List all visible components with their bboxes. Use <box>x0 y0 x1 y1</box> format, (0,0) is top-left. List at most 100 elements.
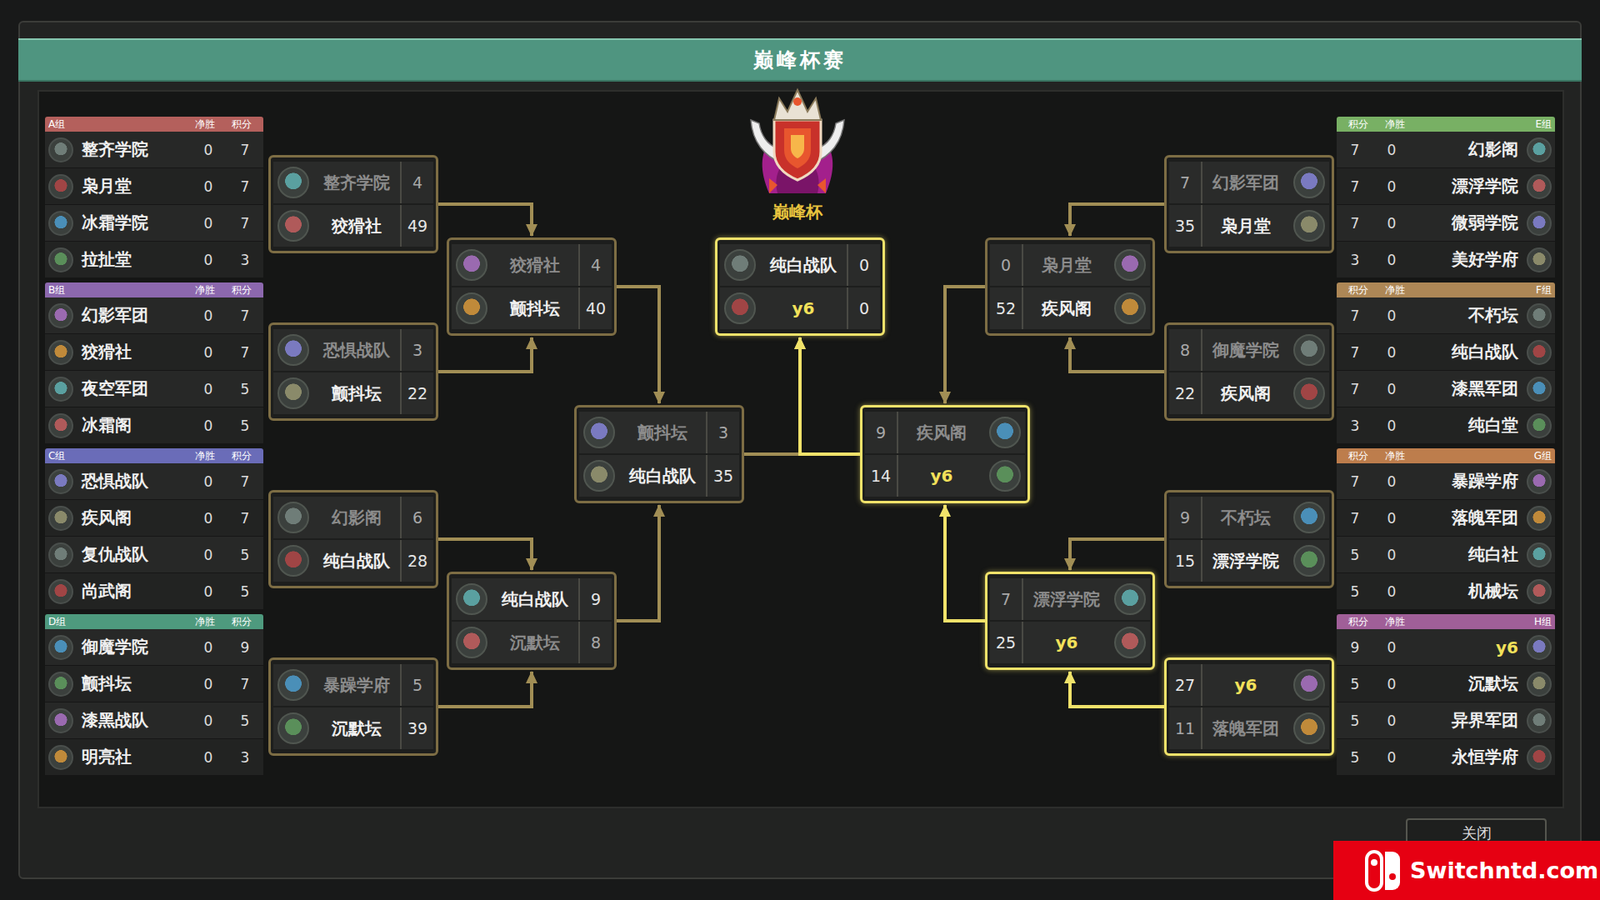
match-row: 8御魔学院 <box>1169 329 1330 371</box>
match-box: 8御魔学院22疾风阁 <box>1164 322 1335 421</box>
match-box: 幻影阁6纯白战队28 <box>268 490 439 589</box>
match-row: 颤抖坛40 <box>451 287 612 330</box>
team-emblem <box>48 210 74 236</box>
team-emblem <box>48 542 74 568</box>
team-name: 沉默坛 <box>491 631 579 655</box>
team-name: 复仇战队 <box>76 543 190 566</box>
points: 7 <box>1336 215 1374 232</box>
team-name: 异界军团 <box>1410 709 1524 732</box>
goal-difference: 0 <box>190 307 227 325</box>
team-emblem <box>1526 247 1552 273</box>
trophy-illustration <box>744 86 851 197</box>
bracket-connector <box>1070 539 1165 570</box>
team-emblem <box>1526 174 1552 200</box>
group-name: A组 <box>48 117 187 132</box>
match-box: 7幻影军团35枭月堂 <box>1164 155 1335 254</box>
team-name: 冰霜阁 <box>76 414 190 437</box>
standing-row: 50异界军团 <box>1336 702 1555 740</box>
team-emblem <box>455 626 488 659</box>
team-name: 疾风阁 <box>1202 382 1290 405</box>
match-row: 9不朽坛 <box>1169 496 1330 539</box>
standing-row: 70漂浮学院 <box>1336 168 1555 205</box>
team-emblem <box>1293 377 1325 410</box>
match-row: 沉默坛8 <box>451 621 612 664</box>
team-name: 纯白战队 <box>491 588 579 611</box>
team-name: 漆黑军团 <box>1410 377 1524 400</box>
team-emblem <box>1526 708 1552 734</box>
standing-row: 疾风阁07 <box>45 500 264 537</box>
standing-row: 拉扯堂03 <box>45 241 264 279</box>
team-emblem <box>1114 583 1146 615</box>
team-emblem <box>277 501 310 534</box>
team-emblem <box>583 460 615 492</box>
team-emblem <box>48 635 74 660</box>
match-row: 纯白战队0 <box>720 244 880 286</box>
standing-row: 冰霜学院07 <box>45 205 264 242</box>
team-emblem <box>48 579 74 605</box>
points: 5 <box>1336 583 1374 600</box>
bracket-connector <box>438 337 532 372</box>
group-table: D组净胜积分御魔学院09颤抖坛07漆黑战队05明亮社03 <box>45 614 264 776</box>
match-row: 7幻影军团 <box>1169 161 1330 204</box>
group-header: C组净胜积分 <box>45 448 264 464</box>
match-row: 15漂浮学院 <box>1169 540 1330 582</box>
match-row: 11落魄军团 <box>1169 707 1330 750</box>
bracket-connector <box>438 671 532 707</box>
score: 4 <box>578 244 612 286</box>
team-name: y6 <box>1202 675 1290 695</box>
score: 8 <box>578 621 612 664</box>
team-name: 幻影军团 <box>1202 171 1290 195</box>
column-head: 净胜 <box>1376 449 1414 464</box>
match-box: 27y611落魄军团 <box>1164 657 1335 756</box>
points: 7 <box>1336 510 1374 527</box>
team-name: 纯白战队 <box>619 465 706 488</box>
column-head: 净胜 <box>1376 117 1414 132</box>
column-head: 净胜 <box>1376 283 1414 298</box>
goal-difference: 0 <box>190 178 227 195</box>
match-row: 颤抖坛3 <box>579 411 740 454</box>
score: 9 <box>1169 496 1203 539</box>
group-table: 积分净胜E组70幻影阁70漂浮学院70微弱学院30美好学府 <box>1336 116 1555 279</box>
column-head: 净胜 <box>186 117 224 132</box>
team-name: 夜空军团 <box>76 377 190 400</box>
score: 22 <box>400 372 434 415</box>
watermark-text: Switchntd.com <box>1410 857 1599 884</box>
switch-logo <box>1365 850 1402 892</box>
match-row: 52疾风阁 <box>990 287 1150 330</box>
team-emblem <box>1293 334 1325 366</box>
goal-difference: 0 <box>190 344 227 361</box>
standing-row: 50纯白社 <box>1336 536 1555 574</box>
goal-difference: 0 <box>1373 546 1410 564</box>
team-emblem <box>48 469 74 495</box>
column-head: 净胜 <box>186 449 224 464</box>
match-row: 整齐学院4 <box>273 161 434 204</box>
standing-row: 幻影军团07 <box>45 297 264 335</box>
points: 5 <box>1336 712 1374 730</box>
team-emblem <box>724 249 756 281</box>
team-name: 御魔学院 <box>1202 339 1290 362</box>
team-name: 纯白战队 <box>760 254 847 277</box>
goal-difference: 0 <box>190 380 227 398</box>
team-emblem <box>1526 635 1552 660</box>
goal-difference: 0 <box>190 583 227 600</box>
points: 7 <box>1336 473 1374 490</box>
match-row: 暴躁学府5 <box>273 664 434 706</box>
score: 3 <box>705 411 740 454</box>
score: 7 <box>1169 161 1203 204</box>
team-name: y6 <box>1410 637 1524 658</box>
team-emblem <box>1114 292 1146 325</box>
team-name: 尚武阁 <box>76 580 190 603</box>
team-name: 狡猾社 <box>76 340 190 364</box>
goal-difference: 0 <box>1373 583 1410 600</box>
match-box: 9不朽坛15漂浮学院 <box>1164 490 1335 589</box>
standing-row: 70微弱学院 <box>1336 205 1555 242</box>
standing-row: 尚武阁05 <box>45 573 264 610</box>
team-emblem <box>48 745 74 770</box>
goal-difference: 0 <box>1373 417 1410 435</box>
match-row: y60 <box>720 287 880 330</box>
goal-difference: 0 <box>1373 675 1410 693</box>
score: 11 <box>1169 707 1203 750</box>
bracket-connector <box>1070 337 1165 372</box>
standing-row: 30美好学府 <box>1336 241 1555 279</box>
standing-row: 70暴躁学府 <box>1336 463 1555 500</box>
